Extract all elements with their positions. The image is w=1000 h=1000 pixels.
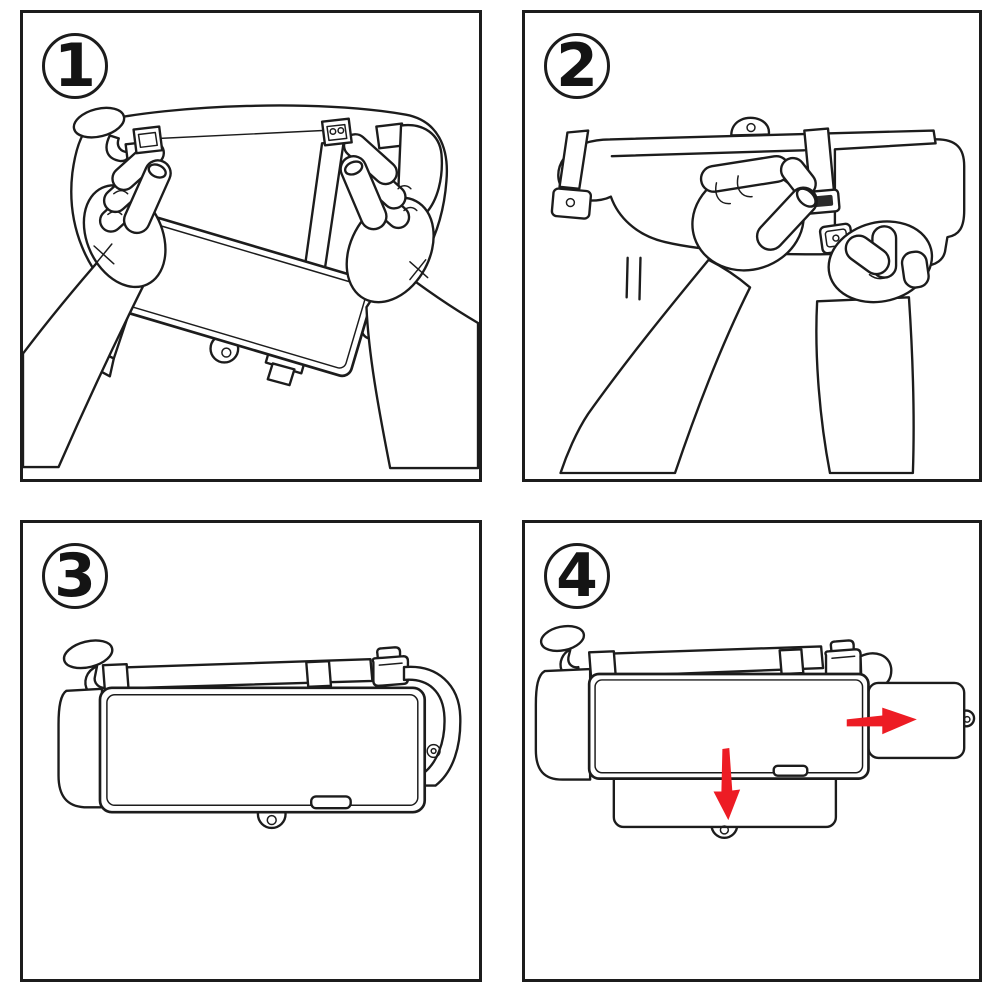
step-number: 1 xyxy=(54,31,96,101)
visor-top-bar xyxy=(102,658,374,691)
arrow-down-icon xyxy=(713,748,741,821)
organizer-panel xyxy=(116,214,383,387)
slide-out-panel-right xyxy=(867,681,976,760)
buckle-left xyxy=(132,125,164,155)
sun-visor xyxy=(57,639,374,809)
step-number-badge: 1 xyxy=(42,33,108,99)
pull-tab-hole xyxy=(719,825,730,835)
step-number-badge: 2 xyxy=(544,33,610,99)
left-forearm xyxy=(23,246,149,469)
fingertip xyxy=(900,250,930,289)
left-thumbnail xyxy=(147,163,167,179)
right-thumb xyxy=(339,155,388,231)
right-thumbnail xyxy=(343,160,364,176)
strap xyxy=(305,659,333,689)
visor-pivot-mount xyxy=(72,106,126,139)
step-number-badge: 3 xyxy=(42,543,108,609)
step-3-panel: 3 xyxy=(20,520,482,982)
illustration-step-3-mounted-organizer xyxy=(57,639,462,830)
step-number-badge: 4 xyxy=(544,543,610,609)
lower-hand xyxy=(815,220,934,475)
visor-pivot-mount xyxy=(62,639,114,670)
step-1-panel: 1 xyxy=(20,10,482,482)
mirror-mount xyxy=(730,116,771,137)
lower-forearm xyxy=(815,296,915,475)
clasp-tab-lower xyxy=(266,362,296,387)
step-number: 4 xyxy=(556,541,598,611)
right-forearm xyxy=(365,264,479,470)
upper-hand xyxy=(559,154,818,475)
strap-end-plate xyxy=(550,187,593,220)
lower-thumb xyxy=(844,234,891,276)
arrow-right-icon xyxy=(846,707,917,735)
sun-visor xyxy=(534,624,825,781)
strap xyxy=(778,648,805,676)
upper-thumbnail xyxy=(795,187,817,208)
step-number: 2 xyxy=(556,31,598,101)
upper-forearm xyxy=(559,258,752,475)
slide-slot xyxy=(310,795,352,810)
visor-left-body xyxy=(57,687,104,809)
organizer-panel xyxy=(98,686,427,830)
illustration-step-4-extend-panels xyxy=(534,624,976,840)
strap-left xyxy=(550,129,593,220)
visor-left-body xyxy=(534,667,592,781)
buckle-right xyxy=(320,117,353,147)
step-4-panel: 4 xyxy=(522,520,982,982)
left-thumb xyxy=(122,159,172,235)
elastic-strap xyxy=(159,129,324,140)
illustration-step-1-hang-straps xyxy=(23,104,479,470)
buckle xyxy=(371,646,410,688)
visor-pivot-mount xyxy=(539,624,586,653)
slide-slot xyxy=(772,764,809,777)
step-2-panel: 2 xyxy=(522,10,982,482)
illustration-step-2-fasten-buckle xyxy=(550,116,966,475)
step-number: 3 xyxy=(54,541,96,611)
